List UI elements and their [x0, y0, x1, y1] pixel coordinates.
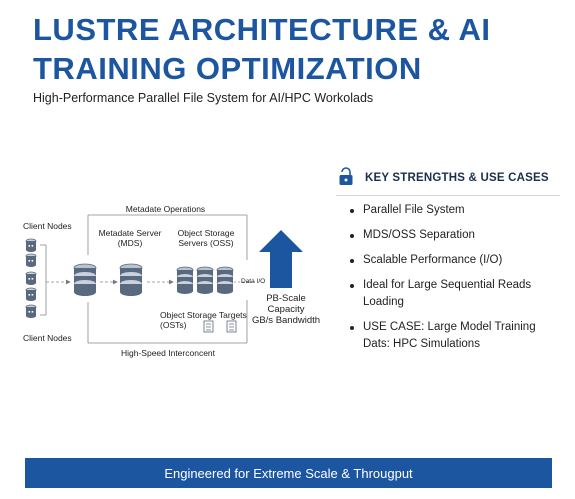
side-panel-divider	[336, 195, 560, 196]
scale-label-line2: GB/s Bandwidth	[251, 315, 321, 326]
client-nodes-top-label: Client Nodes	[23, 221, 72, 231]
metadata-operations-label: Metadate Operations	[125, 204, 206, 214]
client-node-5	[25, 304, 37, 319]
data-io-label: Data I/O	[241, 278, 266, 285]
scale-label: PB-Scale Capacity GB/s Bandwidth	[248, 293, 324, 326]
ost-1-icon	[203, 320, 214, 333]
footer-text: Engineered for Extreme Scale & Througput	[164, 465, 413, 481]
mds-server-icon	[119, 263, 143, 297]
page-subtitle: High-Performance Parallel File System fo…	[33, 91, 374, 105]
oss-server-2-icon	[196, 266, 214, 295]
list-item: Ideal for Large Sequential Reads Loading	[348, 277, 563, 311]
scale-up-arrow-icon	[259, 230, 303, 288]
strengths-list: Parallel File System MDS/OSS Separation …	[348, 202, 563, 361]
oss-label-line1: Object Storage	[177, 228, 235, 238]
interconnect-label: High-Speed Interconcent	[120, 348, 216, 358]
oss-label-line2: Servers (OSS)	[178, 238, 234, 248]
side-panel-title: KEY STRENGTHS & USE CASES	[365, 172, 549, 184]
list-item: USE CASE: Large Model Training Dats: HPC…	[348, 319, 563, 353]
ost-label-line1: Object Storage Targets	[160, 310, 247, 320]
client-node-4	[25, 287, 37, 302]
client-node-2	[25, 253, 37, 268]
mds-label-line2: (MDS)	[117, 238, 143, 248]
interconnect-storage-icon	[73, 263, 97, 297]
page-title: LUSTRE ARCHITECTURE & AI TRAINING OPTIMI…	[33, 12, 491, 86]
mds-label: Metadate Server (MDS)	[94, 228, 166, 248]
client-bracket	[40, 244, 71, 316]
client-node-3	[25, 271, 37, 286]
client-node-1	[25, 238, 37, 253]
ost-2-icon	[226, 320, 237, 333]
lock-icon	[339, 167, 353, 185]
list-item: Parallel File System	[348, 202, 563, 219]
mds-label-line1: Metadate Server	[98, 228, 162, 238]
scale-label-line1: PB-Scale Capacity	[266, 293, 306, 315]
oss-label: Object Storage Servers (OSS)	[170, 228, 242, 248]
ost-label: Object Storage Targets (OSTs)	[160, 310, 260, 330]
list-item: MDS/OSS Separation	[348, 227, 563, 244]
ost-label-line2: (OSTs)	[160, 320, 187, 330]
metadata-operations-connector	[87, 214, 248, 260]
client-nodes-bottom-label: Client Nodes	[23, 333, 72, 343]
interconnect-connector	[87, 300, 248, 344]
oss-server-3-icon	[216, 266, 234, 295]
oss-server-1-icon	[176, 266, 194, 295]
list-item: Scalable Performance (I/O)	[348, 252, 563, 269]
footer-banner: Engineered for Extreme Scale & Througput	[25, 458, 552, 488]
